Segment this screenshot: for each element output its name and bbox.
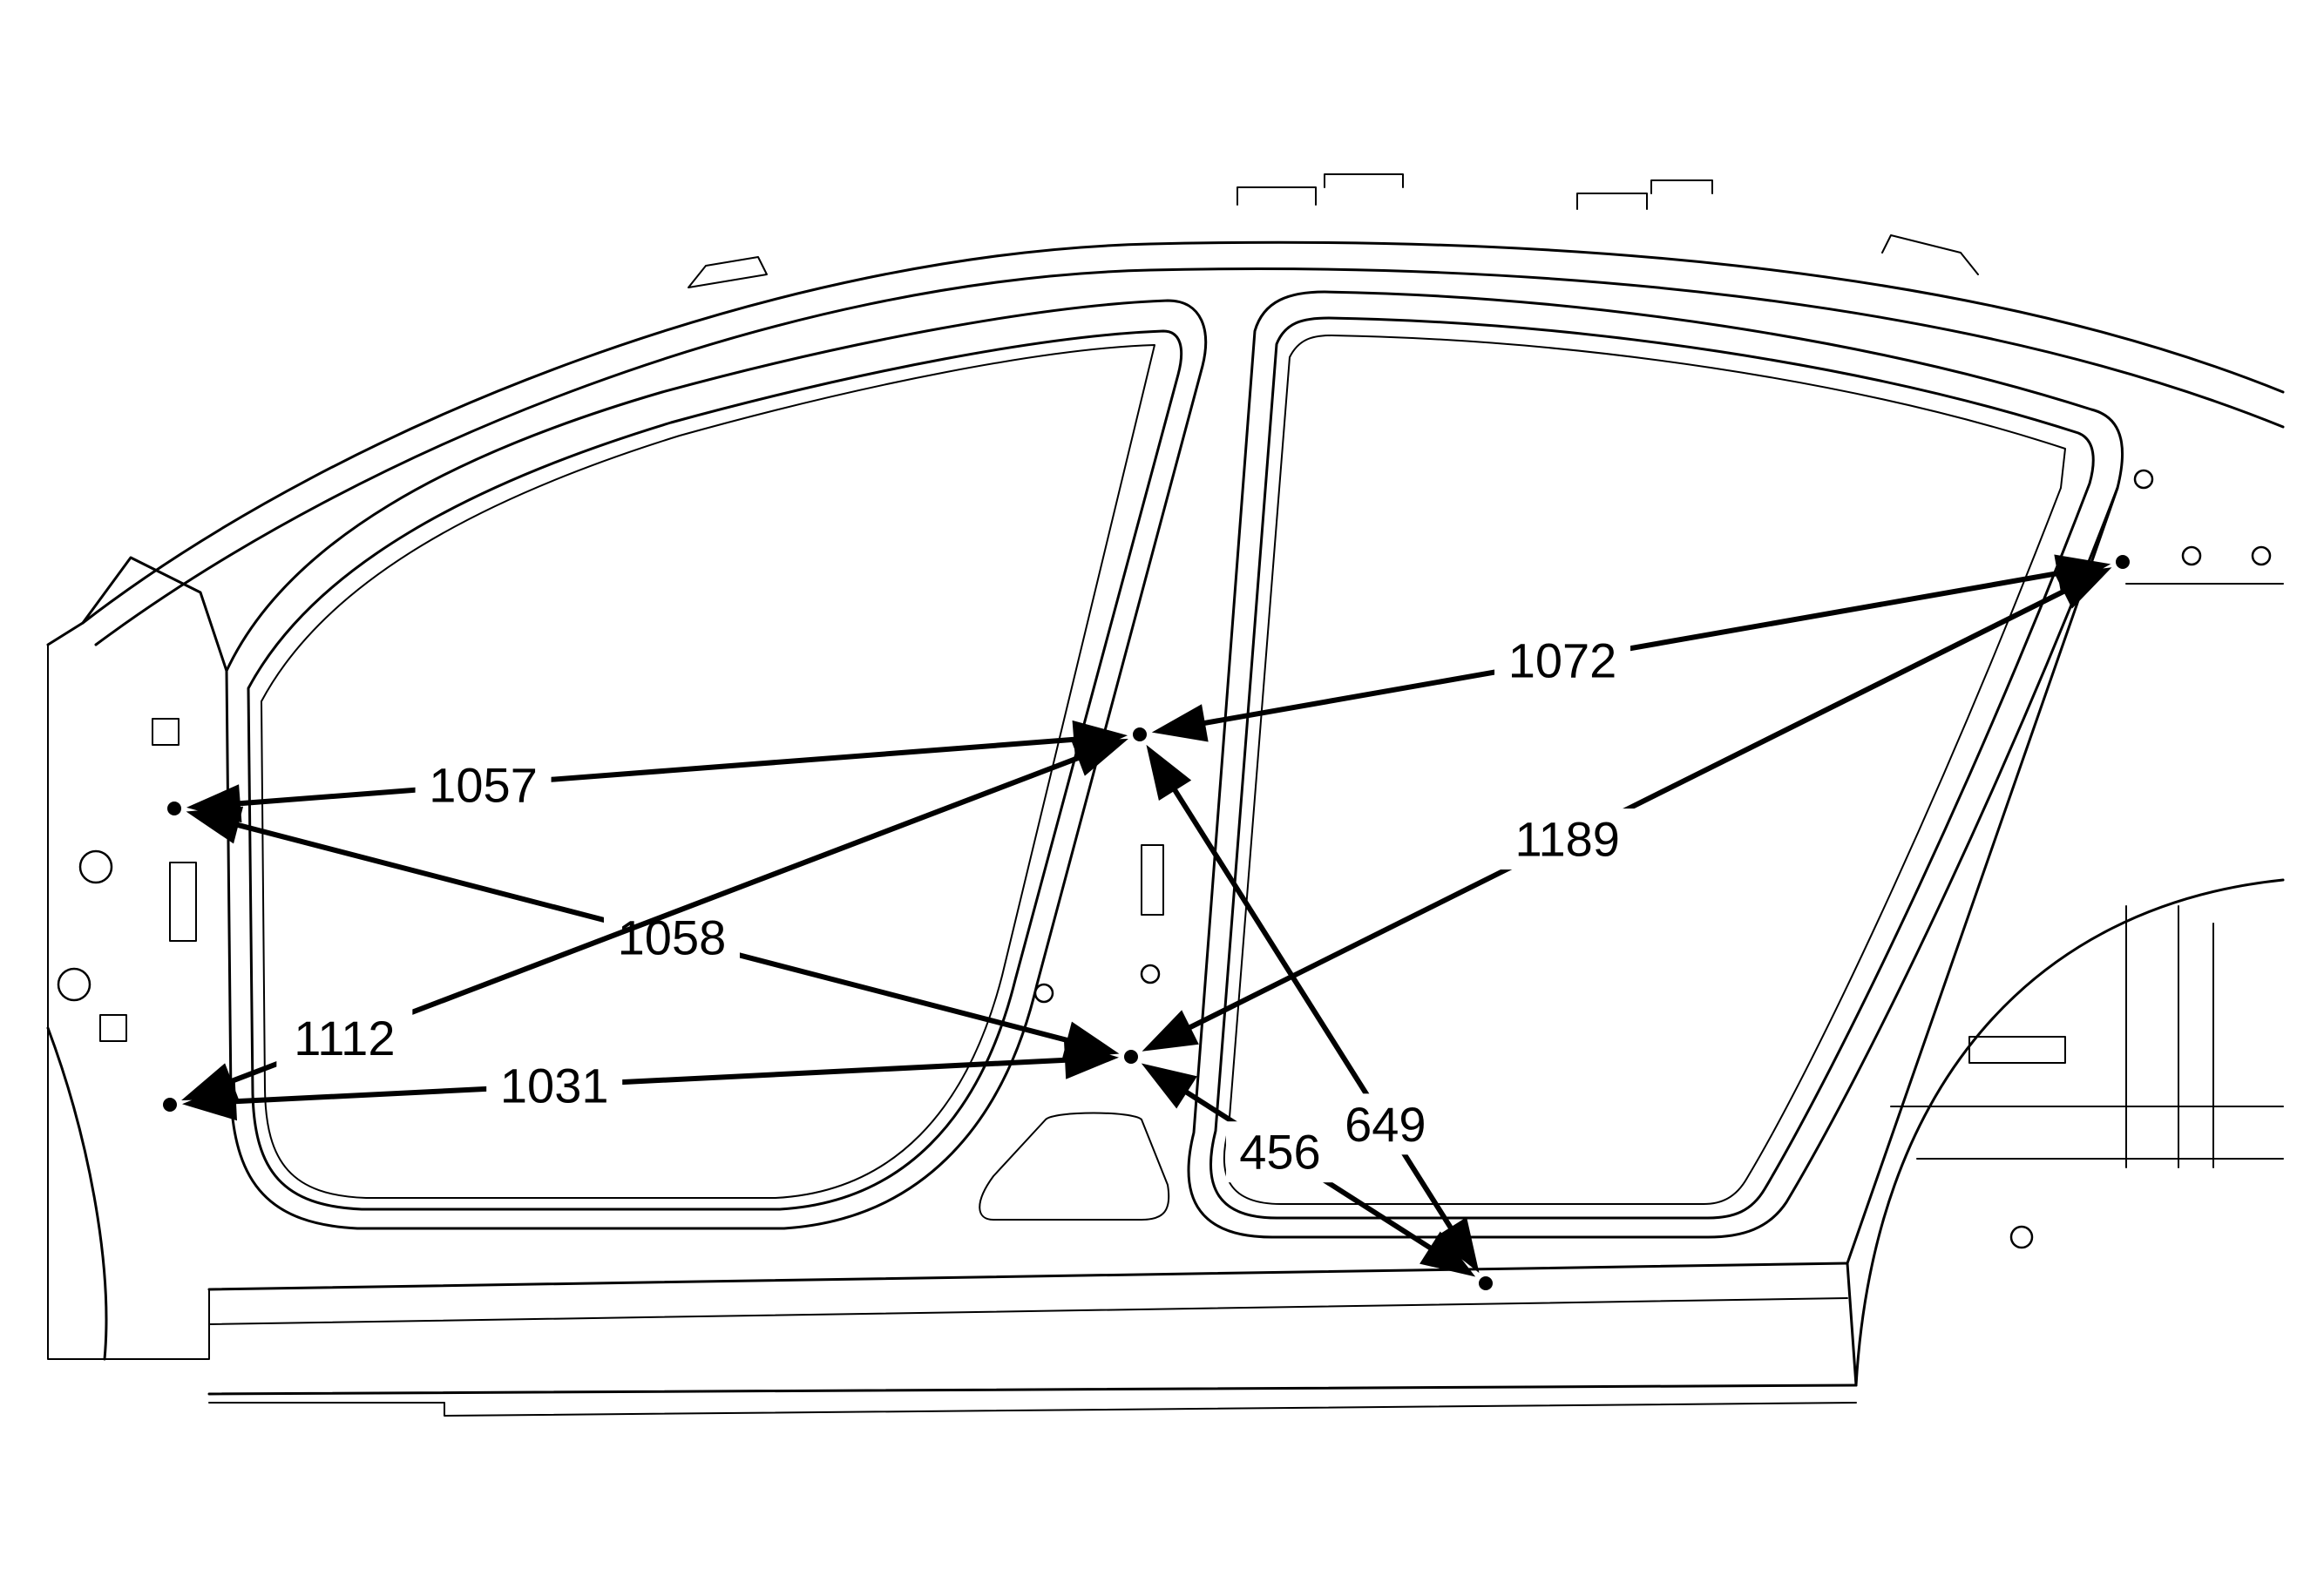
dimension-label-bg-1057 — [415, 754, 552, 815]
dimension-label-bg-1112 — [276, 1007, 413, 1069]
dimension-label-1031: 1031 — [500, 1059, 609, 1113]
dimension-line-649 — [1170, 786, 1455, 1232]
rear-quarter-hole-3 — [2251, 545, 2272, 566]
dimension-line-1072 — [1201, 570, 2062, 727]
dimension-649: 649 — [1146, 744, 1480, 1274]
rear-wheelhouse-panel — [1890, 1106, 2284, 1160]
roof-clip-4 — [1881, 234, 1979, 275]
arrowhead-1189-start — [2055, 567, 2112, 609]
arrowhead-1058-start — [186, 806, 244, 844]
dimension-1189: 1189 — [1142, 567, 2112, 1052]
arrowhead-1072-end — [1151, 704, 1209, 742]
rocker-upper-line — [207, 1262, 1849, 1291]
reference-point-A — [167, 802, 181, 815]
center-pillar-hole-2 — [1140, 964, 1161, 984]
roof-clip-3 — [1576, 179, 1713, 210]
roof-clip-1 — [688, 256, 768, 288]
roof-outer-line — [81, 240, 2285, 625]
roof-clip-2 — [1237, 173, 1404, 206]
dimension-lines: 1057 1072 1058 1112 1031 1189 649 456 — [181, 554, 2112, 1277]
dimension-label-1072: 1072 — [1508, 633, 1617, 687]
reference-point-D — [1124, 1050, 1138, 1064]
center-pillar-slot — [1141, 844, 1164, 916]
rear-trunk-line — [2125, 905, 2214, 1168]
reference-point-E — [2116, 555, 2130, 569]
rear-quarter-hole-4 — [2009, 1225, 2034, 1249]
dimension-1072: 1072 — [1151, 554, 2111, 742]
arrowhead-649-end — [1433, 1216, 1480, 1274]
arrowhead-1189-end — [1142, 1010, 1199, 1052]
arrowhead-649-start — [1146, 744, 1192, 802]
front-pillar-edge — [46, 556, 228, 673]
rear-quarter-edge — [1846, 486, 2119, 1387]
center-pillar-bottom-cutout — [979, 1112, 1170, 1221]
dimension-1112: 1112 — [181, 738, 1128, 1101]
reference-points — [163, 555, 2130, 1290]
front-pillar-hole-1 — [78, 849, 113, 884]
dimension-label-bg-1189 — [1499, 808, 1636, 870]
rocker-lower-line — [207, 1383, 1858, 1396]
front-pillar-hole-2 — [57, 967, 91, 1002]
front-pillar-slot — [169, 862, 197, 942]
dimension-1058: 1058 — [186, 806, 1120, 1059]
arrowhead-1031-start — [181, 1082, 238, 1121]
rocker-bottom-detail — [208, 1402, 1857, 1417]
front-pillar-tab-2 — [99, 1014, 127, 1042]
rear-door-opening-seal — [1223, 335, 2066, 1205]
rocker-step-line — [208, 1297, 1848, 1325]
reference-point-C — [1133, 727, 1147, 741]
dimension-label-1189: 1189 — [1515, 812, 1620, 867]
arrowhead-1112-end — [1071, 738, 1128, 776]
dimension-label-bg-649 — [1331, 1093, 1440, 1155]
front-door-opening-seal — [261, 344, 1155, 1199]
rear-quarter-hole-2 — [2181, 545, 2202, 566]
arrowhead-456-start — [1141, 1063, 1197, 1109]
dimension-line-1057 — [236, 736, 1078, 807]
dimension-label-bg-456 — [1225, 1121, 1334, 1183]
rear-door-opening-inner — [1209, 316, 2095, 1220]
front-door-opening-inner — [247, 329, 1183, 1211]
reference-point-F — [1479, 1276, 1493, 1290]
dimension-label-1112: 1112 — [294, 1011, 395, 1065]
front-door-opening-outer — [225, 299, 1208, 1230]
front-pillar-panel — [47, 644, 210, 1360]
dimension-label-1058: 1058 — [618, 910, 727, 965]
rear-wheel-arch — [1854, 878, 2285, 1387]
reference-point-B — [163, 1098, 177, 1112]
dimension-1057: 1057 — [186, 720, 1128, 823]
dimension-label-bg-1031 — [486, 1055, 623, 1116]
dimension-1031: 1031 — [181, 1040, 1120, 1121]
dimension-label-bg-1072 — [1494, 629, 1631, 691]
front-pillar-tab-1 — [152, 718, 180, 746]
dimension-label-649: 649 — [1345, 1097, 1426, 1152]
dimension-456: 456 — [1141, 1063, 1476, 1277]
front-wheel-arch — [46, 1026, 108, 1361]
dimension-line-1031 — [232, 1057, 1069, 1105]
center-pillar-hole-1 — [1033, 983, 1054, 1004]
rear-quarter-hole-1 — [2133, 469, 2154, 490]
dimension-label-1057: 1057 — [429, 757, 538, 812]
roof-inner-line — [94, 267, 2285, 646]
arrowhead-1031-end — [1063, 1040, 1120, 1079]
rear-door-opening-outer — [1187, 290, 2124, 1239]
dimension-label-bg-1058 — [603, 907, 740, 969]
arrowhead-456-end — [1419, 1231, 1476, 1277]
rear-bracket — [1968, 1036, 2066, 1064]
dimension-label-456: 456 — [1239, 1125, 1320, 1180]
